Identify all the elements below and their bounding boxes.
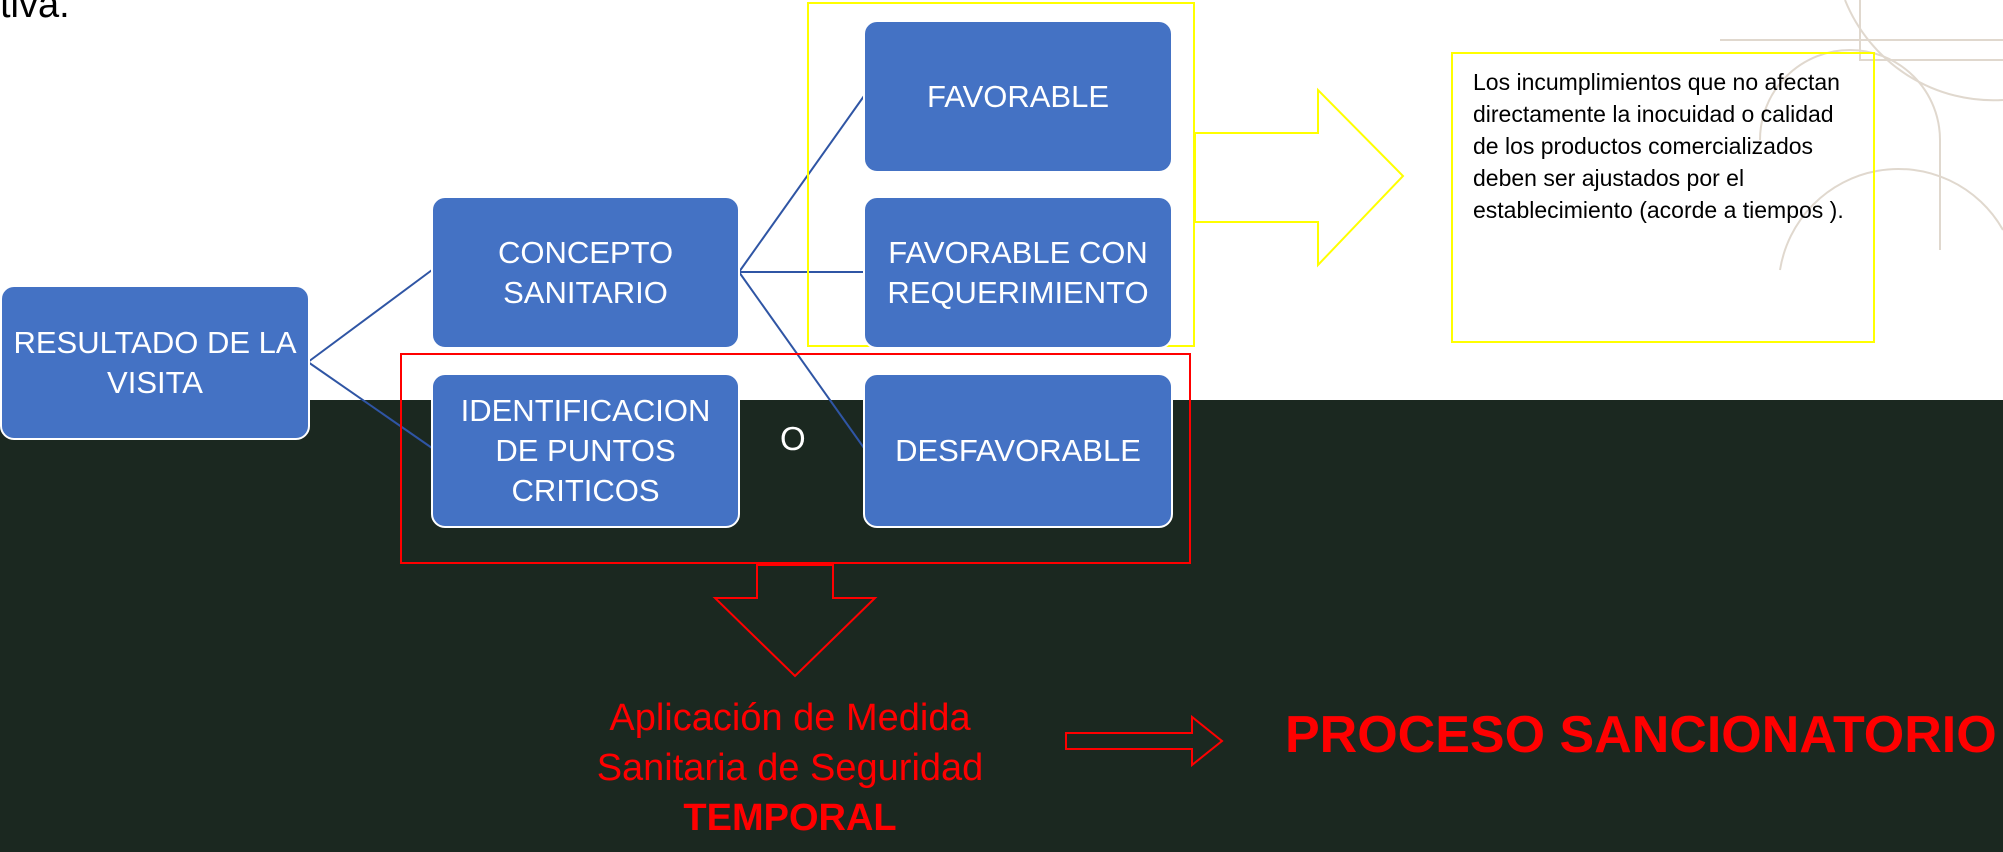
connector-result-critical [307,361,433,449]
sanction-process-label: PROCESO SANCIONATORIO [1285,706,1997,764]
or-separator: O [780,420,806,457]
noncompliance-note: Los incumplimientos que no afectan direc… [1451,52,1875,343]
temporary-measure-text: Aplicación de Medida Sanitaria de Seguri… [560,693,1020,843]
critical-group-frame [400,353,1191,564]
measure-line-1: Aplicación de Medida [609,697,971,739]
measure-line-2: Sanitaria de Seguridad [596,747,984,789]
result-box: RESULTADO DE LA VISITA [0,285,310,440]
red-right-arrow [1065,714,1224,768]
connector-concept-favorable [738,95,865,273]
concept-box: CONCEPTO SANITARIO [431,196,740,349]
connector-result-concept [307,269,433,363]
favorable-box: FAVORABLE [863,20,1173,173]
unfavorable-box: DESFAVORABLE [863,373,1173,528]
favorable-requirement-box: FAVORABLE CON REQUERIMIENTO [863,196,1173,349]
critical-points-box: IDENTIFICACION DE PUNTOS CRITICOS [431,373,740,528]
yellow-right-arrow [1194,87,1405,268]
connector-concept-unfavorable [738,271,865,449]
measure-emphasis: TEMPORAL [683,797,897,839]
red-down-arrow [712,564,878,678]
partial-heading-text: tiva. [0,0,70,26]
